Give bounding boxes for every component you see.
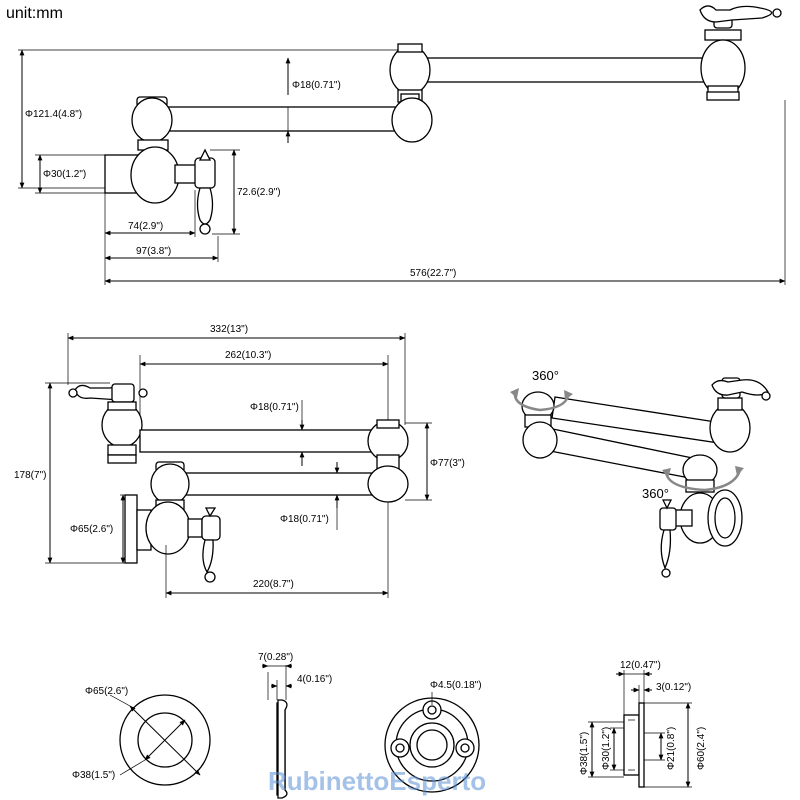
- upper-swivel-joint: [389, 43, 431, 103]
- dim-inlet-dia: Φ30(1.2"): [43, 169, 86, 180]
- side-view: Φ121.4(4.8"): [18, 5, 786, 285]
- dim-height-178: 178(7"): [14, 470, 46, 481]
- perspective-view: 360° 360°: [510, 368, 771, 578]
- dim-section-12: 12(0.47"): [620, 660, 661, 671]
- dim-flange-thickness-4: 4(0.16"): [297, 674, 332, 685]
- dim-length-262: 262(10.3"): [225, 350, 271, 361]
- spout: [699, 5, 782, 101]
- unit-label: unit:mm: [6, 5, 63, 22]
- dim-flange-inner: Φ38(1.5"): [72, 770, 115, 781]
- dim-section-60: Φ60(2.4"): [696, 727, 707, 770]
- top-view: 332(13") 262(10.3"): [14, 324, 465, 598]
- dim-total-length: 576(22.7"): [410, 268, 456, 279]
- brand-watermark: RubinettoEsperto: [268, 766, 486, 796]
- dim-section-21: Φ21(0.8"): [666, 727, 677, 770]
- dim-pipe-dia: Φ18(0.71"): [292, 80, 341, 91]
- dim-depth-97: 97(3.8"): [136, 246, 171, 257]
- dim-flange-dia: Φ65(2.6"): [70, 524, 113, 535]
- valve-body: [104, 96, 216, 235]
- dim-flange-outer: Φ65(2.6"): [85, 686, 128, 697]
- flange-front-view: Φ65(2.6") Φ38(1.5"): [72, 686, 211, 786]
- dim-section-3: 3(0.12"): [656, 682, 691, 693]
- dim-pipe-dia-upper: Φ18(0.71"): [250, 402, 299, 413]
- dim-arm-220: 220(8.7"): [253, 579, 294, 590]
- dim-spacing-77: Φ77(3"): [430, 458, 465, 469]
- mount-plate-view: Φ4.5(0.18"): [384, 680, 482, 793]
- dim-flange-thickness-7: 7(0.28"): [258, 652, 293, 663]
- dim-body-height: Φ121.4(4.8"): [25, 109, 82, 120]
- dim-length-332: 332(13"): [210, 324, 248, 335]
- dim-section-38: Φ38(1.5"): [579, 732, 590, 775]
- dim-section-30: Φ30(1.2"): [601, 727, 612, 770]
- mount-section-view: 12(0.47") 3(0.12") Φ38(1.5") Φ30(1.2") Φ…: [579, 660, 707, 788]
- dim-handle-height: 72.6(2.9"): [237, 187, 281, 198]
- rotation-label-bottom: 360°: [642, 486, 669, 501]
- flange-profile-view: 7(0.28") 4(0.16"): [258, 652, 332, 799]
- dim-depth-74: 74(2.9"): [128, 221, 163, 232]
- rotation-label-top: 360°: [532, 368, 559, 383]
- dim-hole-dia: Φ4.5(0.18"): [430, 680, 482, 691]
- dim-pipe-dia-lower: Φ18(0.71"): [280, 514, 329, 525]
